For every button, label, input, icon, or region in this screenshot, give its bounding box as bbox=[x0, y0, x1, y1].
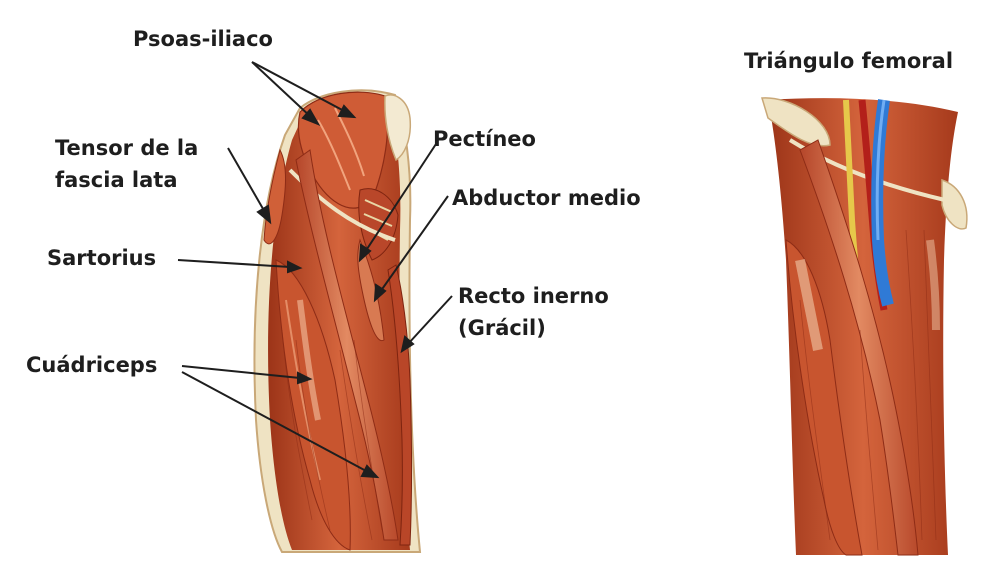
label-tensor-line2: fascia lata bbox=[55, 167, 178, 193]
label-recto-line1: Recto inerno bbox=[458, 283, 609, 309]
arrow-tensor bbox=[228, 148, 266, 214]
label-abductor-medio: Abductor medio bbox=[452, 185, 641, 211]
label-pectineo: Pectíneo bbox=[433, 126, 536, 152]
label-recto-line2: (Grácil) bbox=[458, 315, 546, 341]
label-tensor-line1: Tensor de la bbox=[55, 135, 198, 161]
right-thigh-illustration bbox=[762, 98, 967, 555]
label-sartorius: Sartorius bbox=[47, 245, 156, 271]
label-triangulo-femoral: Triángulo femoral bbox=[744, 48, 953, 74]
left-thigh-illustration bbox=[254, 90, 420, 552]
right-trochanter bbox=[942, 180, 967, 229]
label-psoas-iliaco: Psoas-iliaco bbox=[133, 26, 273, 52]
label-cuadriceps: Cuádriceps bbox=[26, 352, 157, 378]
arrow-recto bbox=[408, 296, 452, 344]
